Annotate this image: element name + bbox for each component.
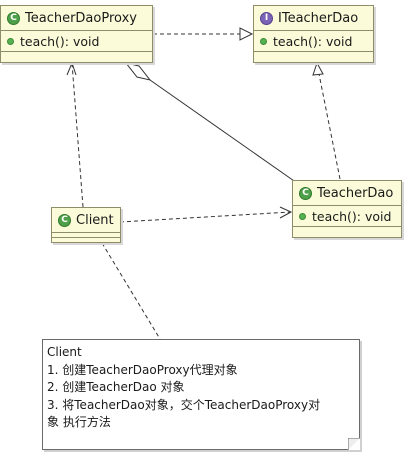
class-header: C TeacherDaoProxy: [1, 6, 152, 30]
divider: [1, 51, 152, 55]
interface-name: ITeacherDao: [278, 10, 359, 26]
public-method-icon: [7, 37, 14, 45]
interface-header: I ITeacherDao: [254, 6, 373, 30]
class-name: TeacherDaoProxy: [25, 10, 137, 26]
class-icon: C: [7, 11, 20, 25]
divider: [254, 30, 373, 31]
public-method-icon: [260, 37, 267, 45]
class-name: TeacherDao: [317, 185, 394, 201]
dependency-client-to-teacher: [119, 211, 292, 223]
note-line: 1. 创建TeacherDaoProxy代理对象: [47, 362, 238, 377]
realization-arrowhead: [239, 27, 254, 41]
interface-iteacherdao[interactable]: I ITeacherDao teach(): void: [253, 5, 374, 63]
note-line: Client: [47, 345, 82, 359]
class-icon: C: [299, 186, 312, 200]
dependency-arrowhead: [66, 61, 77, 76]
class-client[interactable]: C Client: [51, 207, 121, 243]
method-row[interactable]: teach(): void: [1, 31, 152, 51]
aggregation-diamond: [124, 62, 152, 81]
divider: [52, 237, 120, 238]
note-line: 3. 将TeacherDao对象，交个TeacherDaoProxy对: [47, 397, 321, 412]
note[interactable]: Client 1. 创建TeacherDaoProxy代理对象 2. 创建Tea…: [42, 339, 360, 450]
note-fold-corner: [348, 438, 360, 450]
class-header: C TeacherDao: [293, 181, 401, 205]
divider: [1, 30, 152, 31]
class-icon: C: [58, 213, 71, 227]
note-line: 象 执行方法: [47, 415, 111, 429]
class-name: Client: [76, 212, 114, 228]
class-teacherdao[interactable]: C TeacherDao teach(): void: [292, 180, 402, 238]
method-signature: teach(): void: [20, 33, 100, 49]
divider: [293, 226, 401, 230]
divider: [254, 51, 373, 55]
class-teacherdaoproxy[interactable]: C TeacherDaoProxy teach(): void: [0, 5, 153, 63]
interface-icon: I: [260, 11, 273, 25]
realization-arrowhead-2: [312, 61, 324, 76]
realization-teacher-to-interface: [318, 73, 341, 180]
divider: [52, 232, 120, 233]
dependency-client-to-proxy: [71, 62, 84, 208]
aggregation-proxy-teacher: [149, 79, 298, 184]
note-attachment: [101, 242, 161, 340]
method-row[interactable]: teach(): void: [254, 31, 373, 51]
method-row[interactable]: teach(): void: [293, 206, 401, 226]
dependency-arrowhead-2: [279, 206, 293, 219]
method-signature: teach(): void: [312, 208, 392, 224]
note-line: 2. 创建TeacherDao 对象: [47, 380, 185, 394]
method-signature: teach(): void: [273, 33, 353, 49]
class-header: C Client: [52, 208, 120, 232]
divider: [293, 205, 401, 206]
public-method-icon: [299, 212, 306, 220]
